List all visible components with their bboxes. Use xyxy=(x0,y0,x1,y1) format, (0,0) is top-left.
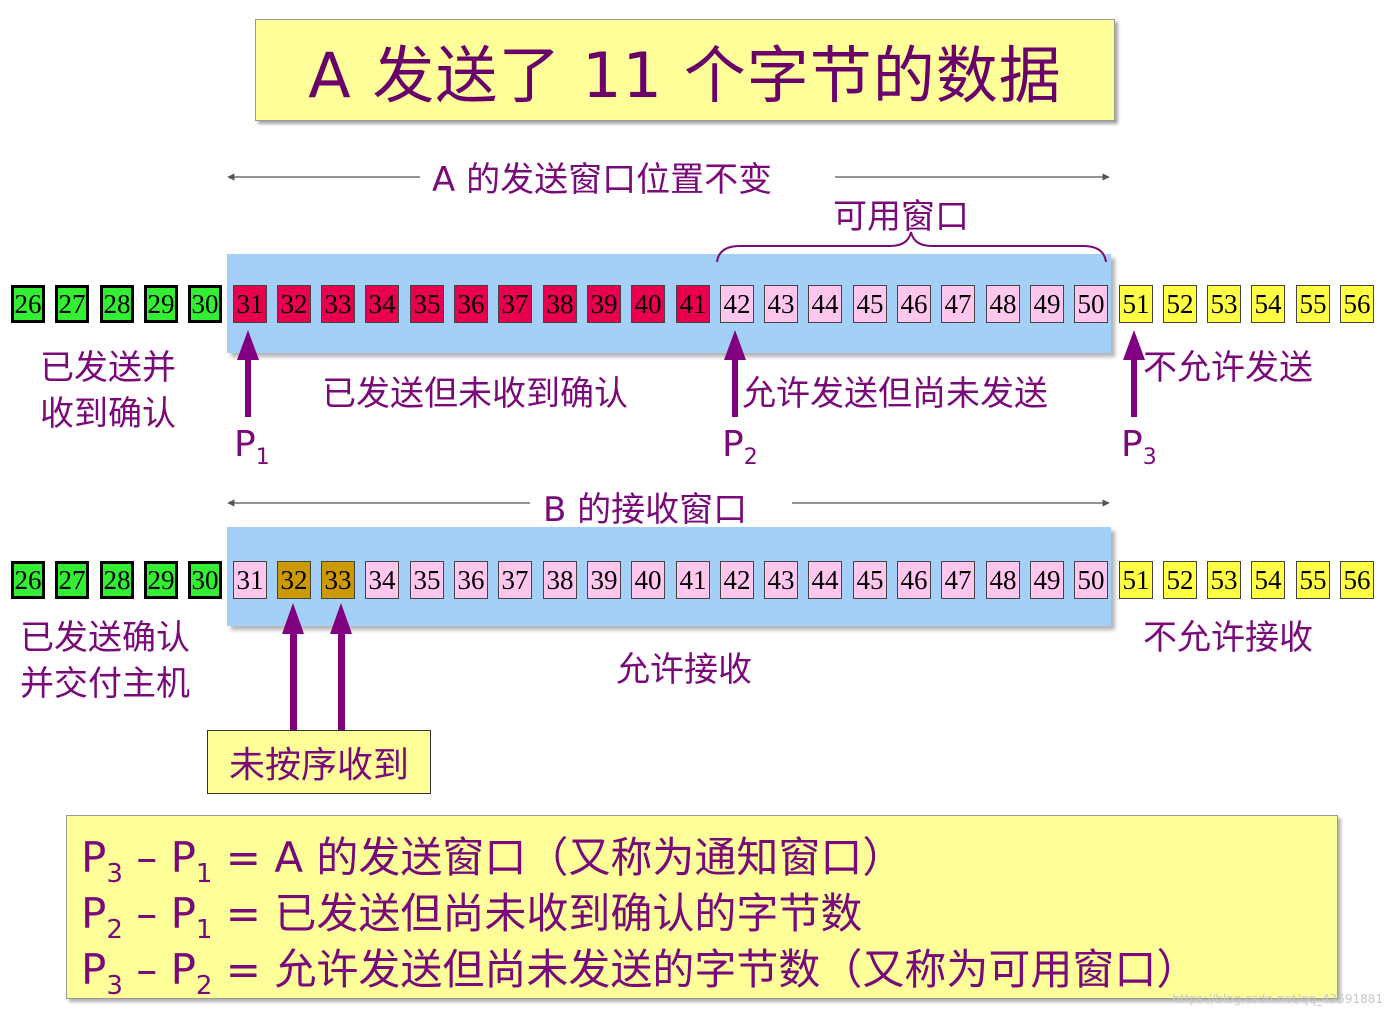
byte-cell-43: 43 xyxy=(764,285,798,323)
byte-cell-56: 56 xyxy=(1340,561,1374,599)
byte-cell-41: 41 xyxy=(676,561,710,599)
byte-cell-27: 27 xyxy=(55,285,89,323)
delivered-label-line1: 已发送确认 xyxy=(20,618,190,658)
not-allowed-receive-label: 不允许接收 xyxy=(1143,618,1313,658)
sent-unacked-label: 已发送但未收到确认 xyxy=(322,374,628,414)
usable-window-brace xyxy=(716,231,1107,263)
p3-label: P3 xyxy=(1121,424,1157,470)
formula-2: P2 – P1 = 已发送但尚未收到确认的字节数 xyxy=(81,889,863,945)
formula-3: P3 – P2 = 允许发送但尚未发送的字节数（又称为可用窗口） xyxy=(81,945,1199,1001)
watermark: https://blog.csdn.net/qq_43591881 xyxy=(1172,992,1383,1006)
p1-arrow xyxy=(237,330,259,417)
byte-cell-27: 27 xyxy=(55,561,89,599)
byte-cell-55: 55 xyxy=(1296,285,1330,323)
byte-cell-37: 37 xyxy=(498,561,532,599)
title-box: A 发送了 11 个字节的数据 xyxy=(255,19,1115,121)
byte-cell-32: 32 xyxy=(277,561,311,599)
receiver-window-label: B 的接收窗口 xyxy=(543,490,748,530)
byte-cell-34: 34 xyxy=(365,285,399,323)
byte-cell-30: 30 xyxy=(188,561,222,599)
byte-cell-35: 35 xyxy=(410,285,444,323)
formula-1: P3 – P1 = A 的发送窗口（又称为通知窗口） xyxy=(81,833,905,889)
byte-cell-51: 51 xyxy=(1119,561,1153,599)
byte-cell-49: 49 xyxy=(1030,285,1064,323)
byte-cell-30: 30 xyxy=(188,285,222,323)
byte-cell-34: 34 xyxy=(365,561,399,599)
byte-cell-33: 33 xyxy=(321,561,355,599)
byte-cell-46: 46 xyxy=(897,561,931,599)
usable-window-label: 可用窗口 xyxy=(833,197,969,237)
byte-cell-40: 40 xyxy=(631,561,665,599)
byte-cell-31: 31 xyxy=(233,561,267,599)
page-title: A 发送了 11 个字节的数据 xyxy=(308,39,1062,112)
byte-cell-41: 41 xyxy=(676,285,710,323)
byte-cell-48: 48 xyxy=(986,285,1020,323)
p1-label: P1 xyxy=(234,424,270,470)
byte-cell-44: 44 xyxy=(808,285,842,323)
byte-cell-32: 32 xyxy=(277,285,311,323)
byte-cell-28: 28 xyxy=(100,285,134,323)
byte-cell-53: 53 xyxy=(1207,285,1241,323)
byte-cell-43: 43 xyxy=(764,561,798,599)
byte-cell-50: 50 xyxy=(1074,561,1108,599)
byte-cell-50: 50 xyxy=(1074,285,1108,323)
out-of-order-box: 未按序收到 xyxy=(207,730,431,794)
p3-arrow xyxy=(1123,330,1145,417)
byte-cell-40: 40 xyxy=(631,285,665,323)
byte-cell-49: 49 xyxy=(1030,561,1064,599)
out-of-order-arrow-33 xyxy=(330,603,352,730)
byte-cell-39: 39 xyxy=(587,285,621,323)
byte-cell-56: 56 xyxy=(1340,285,1374,323)
sender-window-label: A 的发送窗口位置不变 xyxy=(432,160,773,200)
p2-arrow xyxy=(724,330,746,417)
byte-cell-28: 28 xyxy=(100,561,134,599)
byte-cell-39: 39 xyxy=(587,561,621,599)
byte-cell-38: 38 xyxy=(543,285,577,323)
byte-cell-31: 31 xyxy=(233,285,267,323)
p2-label: P2 xyxy=(722,424,758,470)
delivered-label-line2: 并交付主机 xyxy=(20,664,190,704)
byte-cell-35: 35 xyxy=(410,561,444,599)
byte-cell-52: 52 xyxy=(1163,561,1197,599)
byte-cell-51: 51 xyxy=(1119,285,1153,323)
byte-cell-29: 29 xyxy=(144,285,178,323)
byte-cell-46: 46 xyxy=(897,285,931,323)
acked-label-line1: 已发送并 xyxy=(40,348,176,388)
out-of-order-arrow-32 xyxy=(282,603,304,730)
byte-cell-54: 54 xyxy=(1251,285,1285,323)
out-of-order-label: 未按序收到 xyxy=(228,745,409,786)
byte-cell-37: 37 xyxy=(498,285,532,323)
byte-cell-47: 47 xyxy=(941,561,975,599)
byte-cell-26: 26 xyxy=(11,285,45,323)
byte-cell-42: 42 xyxy=(720,561,754,599)
byte-cell-48: 48 xyxy=(986,561,1020,599)
byte-cell-33: 33 xyxy=(321,285,355,323)
byte-cell-45: 45 xyxy=(853,285,887,323)
not-allowed-send-label: 不允许发送 xyxy=(1143,348,1313,388)
byte-cell-45: 45 xyxy=(853,561,887,599)
byte-cell-47: 47 xyxy=(941,285,975,323)
sendable-label: 允许发送但尚未发送 xyxy=(742,374,1048,414)
byte-cell-55: 55 xyxy=(1296,561,1330,599)
byte-cell-36: 36 xyxy=(454,285,488,323)
byte-cell-26: 26 xyxy=(11,561,45,599)
byte-cell-44: 44 xyxy=(808,561,842,599)
byte-cell-36: 36 xyxy=(454,561,488,599)
byte-cell-53: 53 xyxy=(1207,561,1241,599)
byte-cell-42: 42 xyxy=(720,285,754,323)
byte-cell-38: 38 xyxy=(543,561,577,599)
byte-cell-52: 52 xyxy=(1163,285,1197,323)
allowed-receive-label: 允许接收 xyxy=(616,650,752,690)
acked-label-line2: 收到确认 xyxy=(40,394,176,434)
byte-cell-54: 54 xyxy=(1251,561,1285,599)
byte-cell-29: 29 xyxy=(144,561,178,599)
formula-box: P3 – P1 = A 的发送窗口（又称为通知窗口） P2 – P1 = 已发送… xyxy=(66,815,1338,1001)
